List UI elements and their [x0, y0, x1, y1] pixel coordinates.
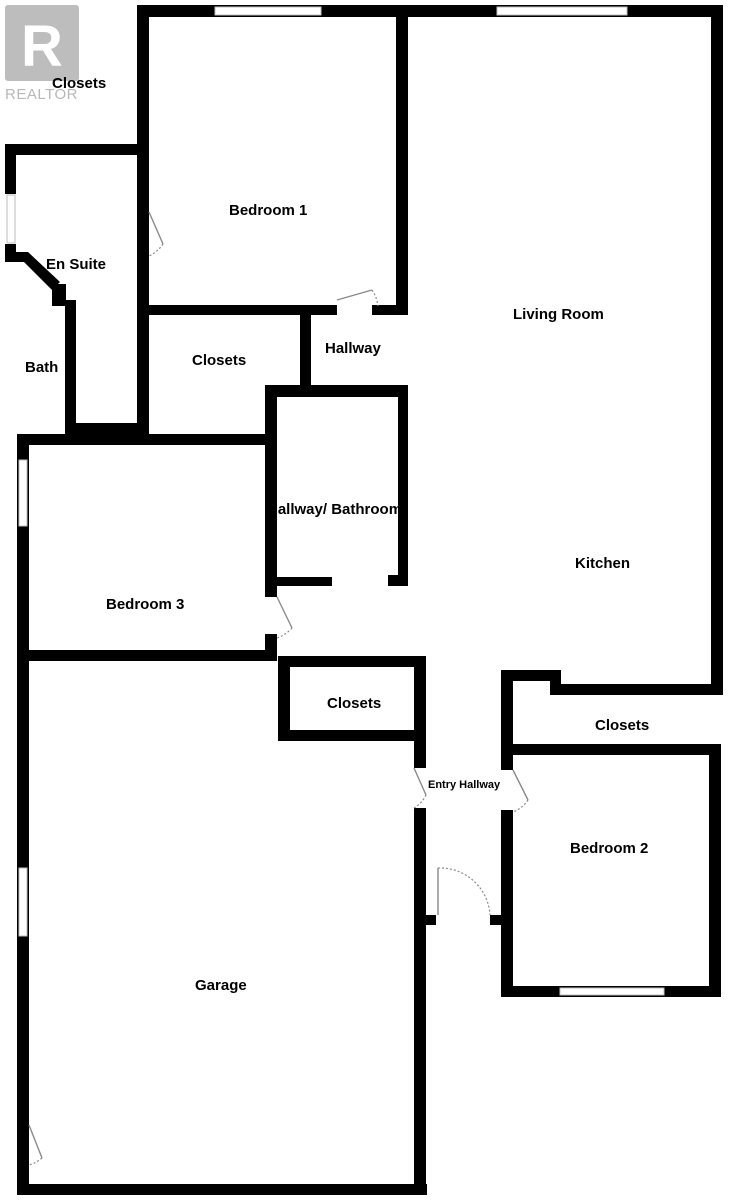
label-closets-right: Closets — [595, 717, 649, 734]
label-living-room: Living Room — [513, 306, 604, 323]
wall-bath-jog — [52, 284, 66, 306]
wall-entry-stub-left — [414, 915, 436, 925]
label-entry-hallway: Entry Hallway — [428, 779, 501, 791]
wall-closets-entry-bottom — [278, 730, 426, 741]
wall-ensuite-left-top — [5, 144, 16, 194]
wall-bedroom2-left — [501, 810, 513, 997]
wall-bedroom2-top — [501, 744, 721, 755]
label-bedroom-1: Bedroom 1 — [229, 202, 307, 219]
wall-closets-entry-top — [278, 656, 426, 667]
wall-closets-entry-right — [414, 656, 426, 768]
door-bedroom1-ensuite — [148, 211, 164, 245]
window-living-room — [496, 6, 628, 16]
realtor-logo-mark: R — [21, 14, 63, 79]
wall-closets-middle-right — [300, 310, 311, 388]
label-bedroom-3: Bedroom 3 — [106, 596, 184, 613]
door-garage-exterior — [28, 1124, 43, 1159]
wall-kitchen-bottom — [552, 684, 723, 695]
label-bath: Bath — [25, 359, 58, 376]
wall-bedroom1-bottom — [137, 305, 337, 315]
door-bedroom1-hallway — [336, 289, 373, 301]
realtor-logo-text: REALTOR — [5, 86, 78, 103]
door-arc-bedroom1-hallway — [371, 289, 379, 307]
wall-hallbath-left — [265, 385, 277, 597]
wall-bedroom1-right — [396, 5, 408, 315]
wall-ensuite-diagonal — [5, 252, 60, 290]
label-bedroom-2: Bedroom 2 — [570, 840, 648, 857]
windows — [6, 6, 665, 996]
window-bedroom1 — [214, 6, 322, 16]
wall-garage-bottom — [17, 1184, 427, 1195]
label-closets-entry: Closets — [327, 695, 381, 712]
wall-bedroom3-top — [17, 434, 277, 445]
wall-hallbath-top — [265, 385, 408, 397]
wall-bedroom3-bottom — [17, 650, 277, 661]
window-bedroom3 — [18, 459, 28, 527]
label-hallway-bathroom: Hallway/ Bathroom — [267, 501, 402, 518]
door-arc-garage-entry — [413, 794, 427, 809]
wall-bedroom1-left — [137, 5, 149, 432]
door-bedroom2 — [512, 769, 529, 801]
wall-kitchen-step — [501, 670, 561, 681]
wall-bedroom1-bottom-right — [372, 305, 408, 315]
label-kitchen: Kitchen — [575, 555, 630, 572]
door-arc-bedroom1-ensuite — [148, 243, 164, 257]
room-labels: Closets Bedroom 1 En Suite Bath Closets … — [25, 75, 649, 994]
door-garage-entry — [413, 767, 427, 796]
wall-ensuite-top — [5, 144, 149, 155]
wall-hallbath-bottom-right — [388, 575, 408, 586]
wall-bath-left — [65, 300, 76, 433]
label-en-suite: En Suite — [46, 256, 106, 273]
realtor-logo-box — [5, 5, 79, 81]
wall-garage-right — [414, 808, 426, 1195]
label-closets-middle: Closets — [192, 352, 246, 369]
wall-closets-entry-left — [278, 656, 290, 741]
realtor-logo: R REALTOR — [5, 5, 79, 103]
wall-hallbath-right — [398, 385, 408, 585]
door-bedroom3 — [276, 596, 293, 629]
label-hallway: Hallway — [325, 340, 382, 357]
door-arc-garage-exterior — [28, 1157, 43, 1166]
label-garage: Garage — [195, 977, 247, 994]
door-arc-bedroom3 — [276, 627, 293, 639]
wall-kitchen-step-down — [550, 670, 561, 695]
wall-bath-bottom — [65, 423, 149, 434]
wall-hallbath-bottom-left — [276, 577, 332, 586]
doors — [28, 211, 529, 1166]
wall-bedroom2-right — [709, 744, 721, 997]
door-arc-bedroom2 — [512, 799, 529, 813]
wall-right-living — [711, 5, 723, 695]
door-arc-front — [437, 867, 491, 916]
wall-entry-stub-right — [490, 915, 512, 925]
window-garage — [18, 867, 28, 937]
window-ensuite — [6, 194, 16, 244]
window-bedroom2 — [559, 987, 665, 996]
label-closets-top-left: Closets — [52, 75, 106, 92]
walls — [5, 5, 723, 1195]
